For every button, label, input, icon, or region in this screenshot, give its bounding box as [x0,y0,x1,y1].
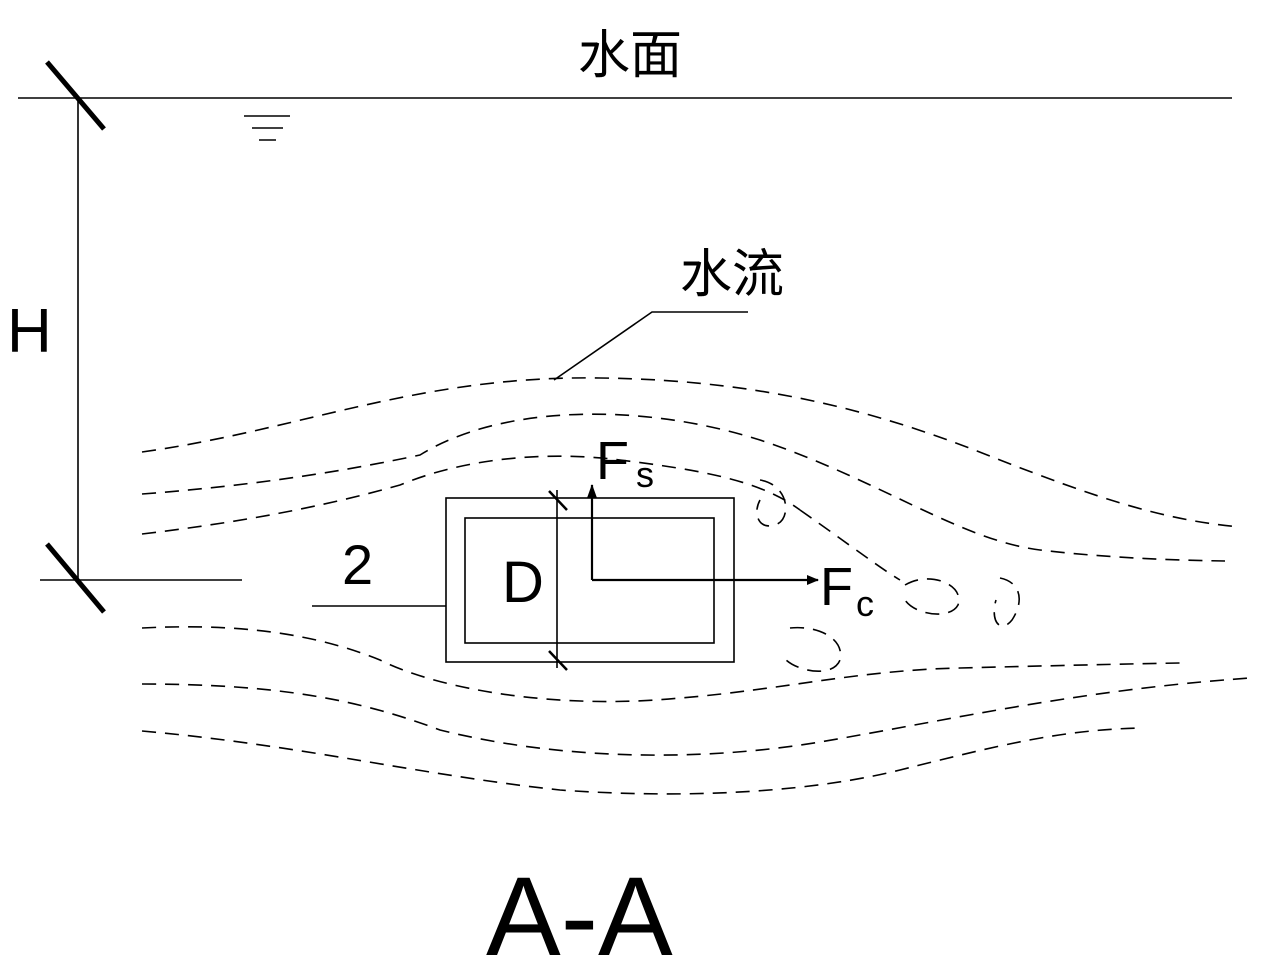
water-flow-leader [553,311,748,381]
water-level-symbol [244,115,290,141]
depth-dimension [40,60,242,614]
force-horizontal-sub: c [856,583,874,624]
force-vertical-label: F [596,431,629,491]
water-surface-label: 水面 [578,26,682,86]
force-horizontal-main: F [820,557,853,617]
part-number-label: 2 [342,533,373,596]
depth-label: H [7,297,52,366]
wake-vortices [756,479,1020,672]
section-title: A-A [486,854,673,971]
diameter-dimension [548,490,568,671]
force-vertical-sub: s [636,454,654,495]
force-vertical-main: F [596,431,629,491]
diameter-label: D [502,550,544,615]
streamlines [141,377,1251,795]
water-flow-label: 水流 [680,245,784,305]
force-horizontal-label: F [820,557,853,617]
